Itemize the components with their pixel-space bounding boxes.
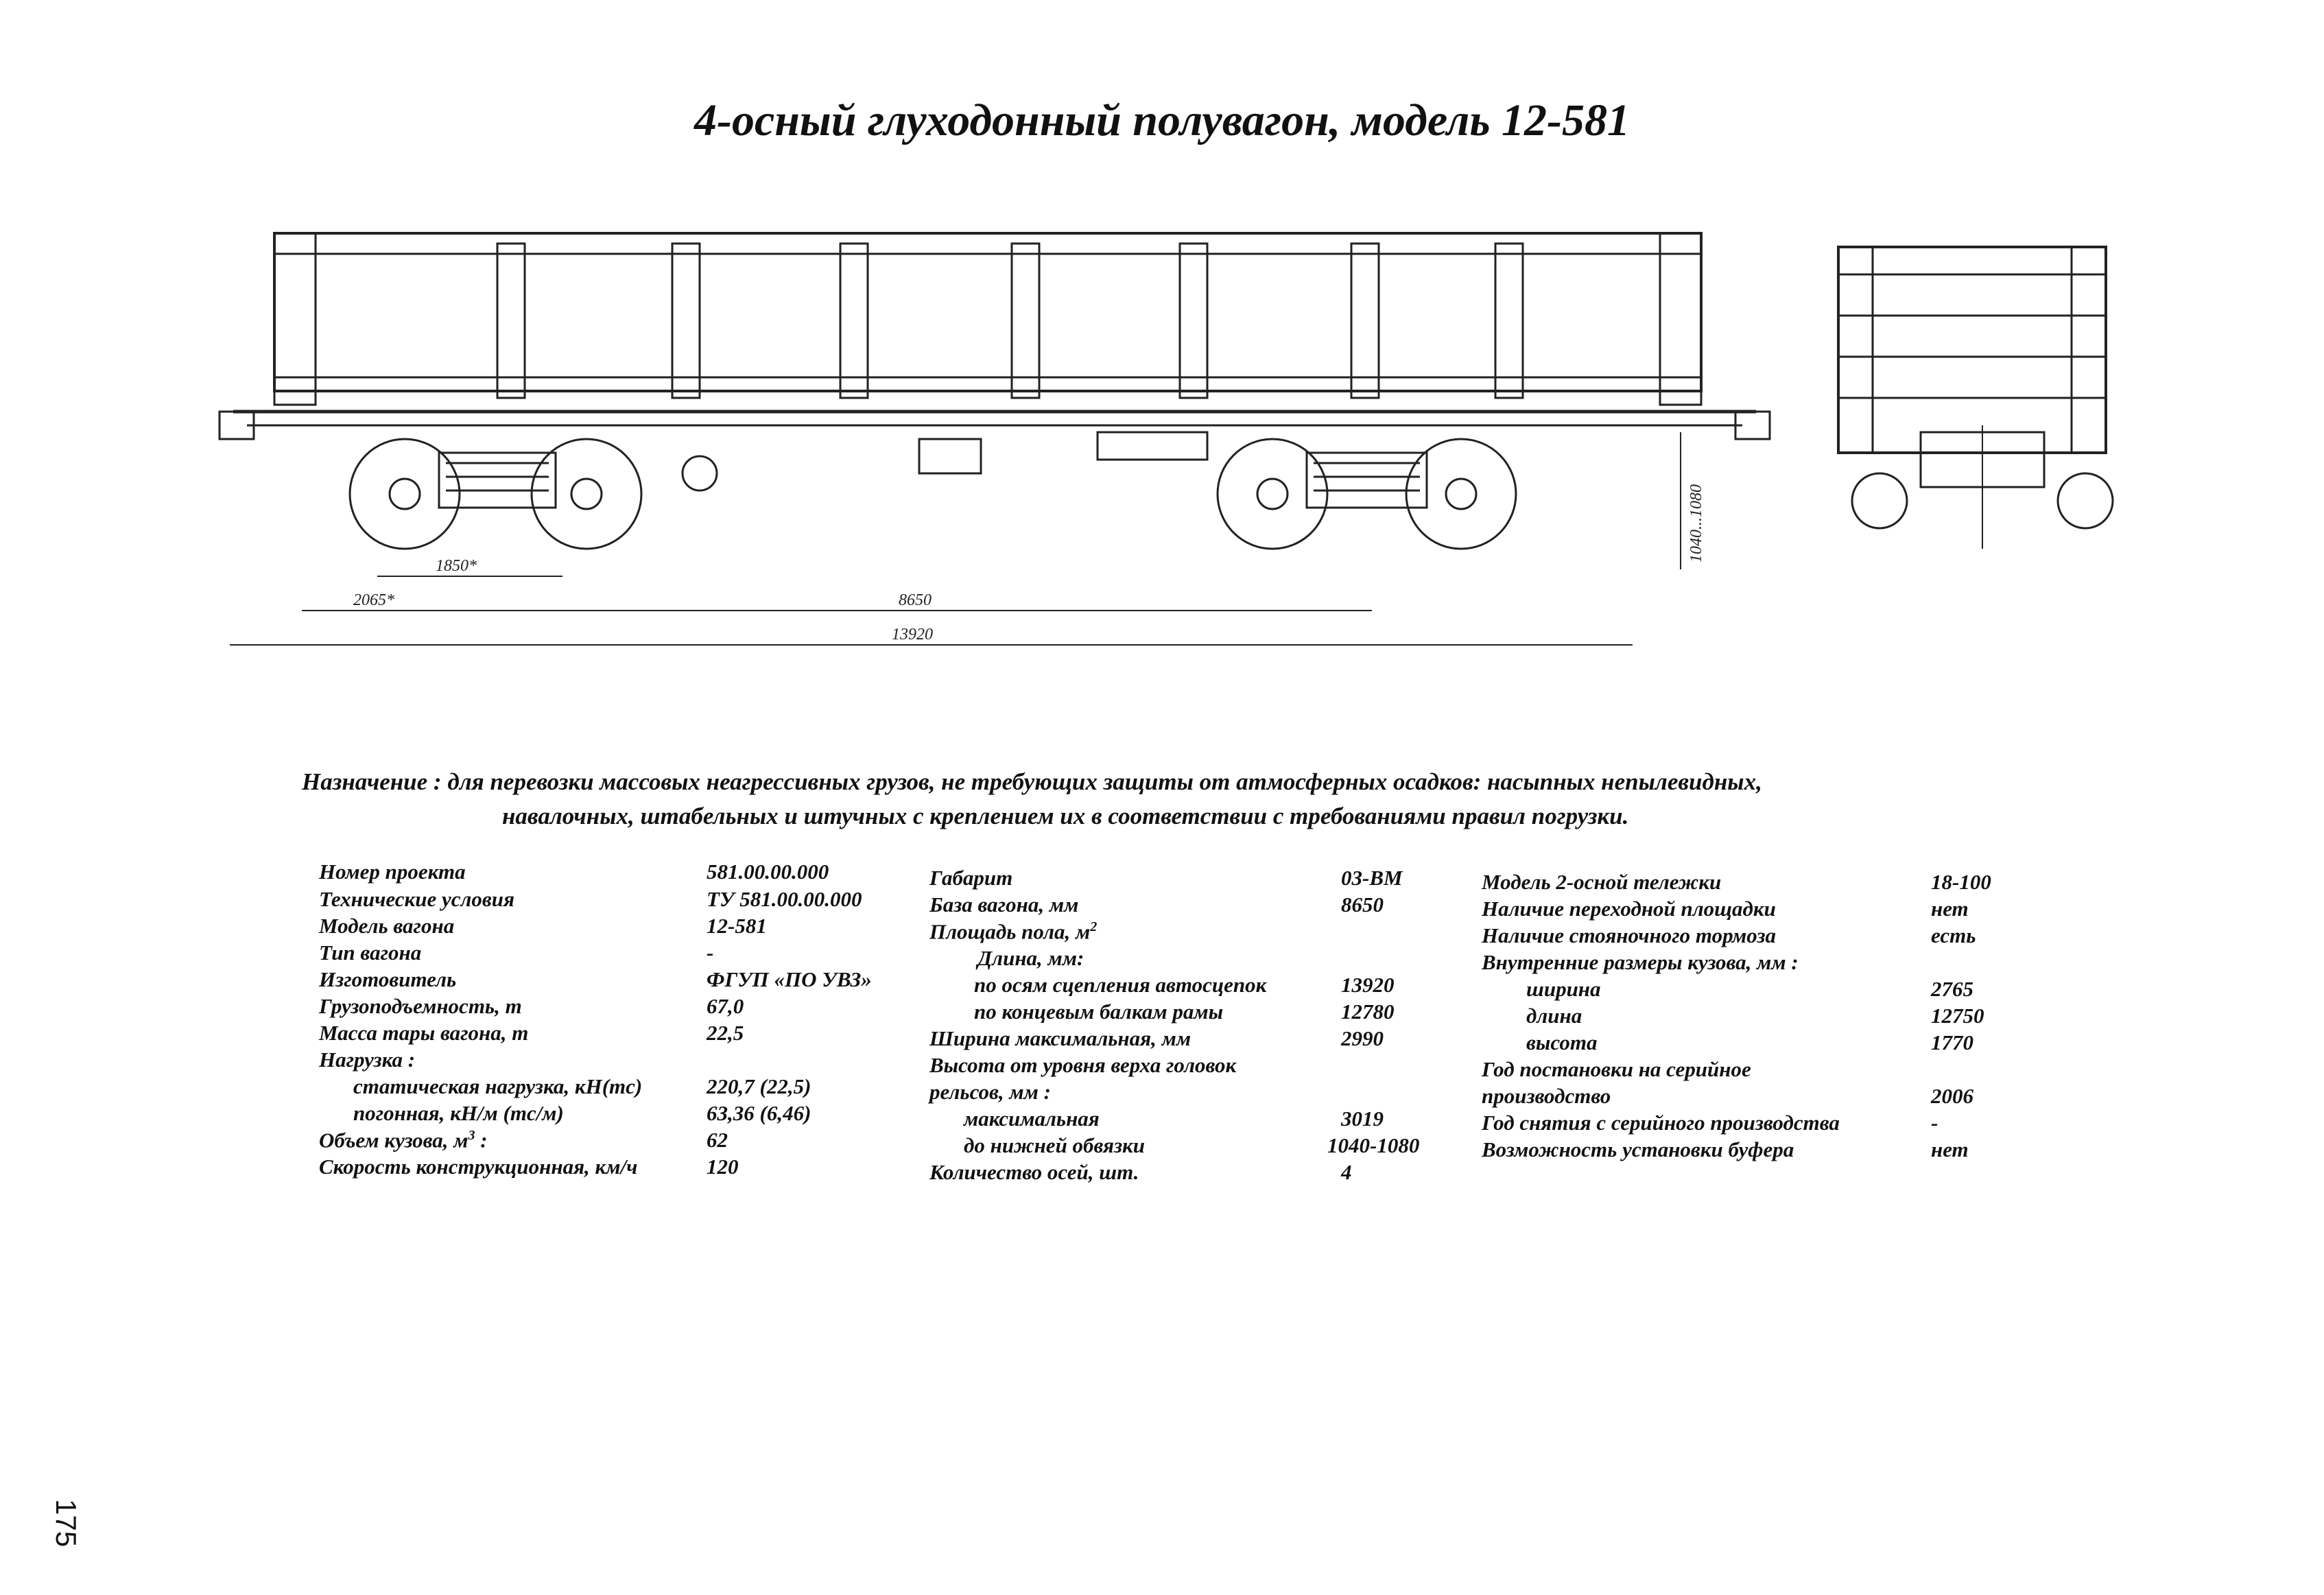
spec-label: Нагрузка : bbox=[319, 1048, 416, 1072]
spec-label: Габарит bbox=[929, 866, 1013, 890]
spec-label: Изготовитель bbox=[319, 967, 457, 991]
spec-label: высота bbox=[1526, 1030, 1598, 1054]
spec-label-suffix: : bbox=[475, 1128, 488, 1153]
spec-value: 2006 bbox=[1931, 1084, 1973, 1108]
spec-value: - bbox=[707, 941, 714, 965]
spec-value: 13920 bbox=[1341, 973, 1395, 997]
spec-value: 63,36 (6,46) bbox=[707, 1101, 811, 1125]
spec-label: Год постановки на серийное bbox=[1482, 1057, 1751, 1081]
dim-coupler-length: 13920 bbox=[892, 626, 933, 643]
spec-value: 8650 bbox=[1341, 893, 1384, 917]
spec-label: Год снятия с серийного производства bbox=[1482, 1111, 1840, 1135]
dim-height: 1040...1080 bbox=[1687, 484, 1705, 563]
spec-label: максимальная bbox=[964, 1107, 1100, 1131]
spec-value: 2990 bbox=[1341, 1026, 1384, 1050]
spec-label: Номер проекта bbox=[319, 860, 466, 884]
spec-label: Ширина максимальная, мм bbox=[929, 1026, 1191, 1050]
purpose-line-2: навалочных, штабельных и штучных с крепл… bbox=[502, 803, 1629, 829]
spec-label-text: Объем кузова, м bbox=[319, 1128, 469, 1153]
spec-value: 12750 bbox=[1931, 1004, 1984, 1028]
spec-value: нет bbox=[1931, 1137, 1969, 1161]
spec-label: рельсов, мм : bbox=[929, 1080, 1051, 1104]
spec-value: 4 bbox=[1341, 1160, 1352, 1184]
spec-value: 62 bbox=[707, 1128, 728, 1152]
spec-value: 581.00.00.000 bbox=[707, 860, 829, 884]
spec-label: длина bbox=[1526, 1004, 1582, 1028]
spec-value: 03-ВМ bbox=[1341, 866, 1403, 890]
spec-value: 1770 bbox=[1931, 1030, 1973, 1054]
spec-label: по осям сцепления автосцепок bbox=[974, 973, 1267, 997]
dim-bogie-base: 1850* bbox=[436, 557, 477, 575]
left-bogie bbox=[348, 438, 643, 550]
spec-label: производство bbox=[1482, 1084, 1611, 1108]
spec-label: Наличие переходной площадки bbox=[1482, 897, 1776, 921]
spec-value: ФГУП «ПО УВЗ» bbox=[707, 967, 872, 991]
spec-value: есть bbox=[1931, 923, 1976, 947]
spec-label: База вагона, мм bbox=[929, 893, 1079, 917]
spec-label-volume: Объем кузова, м3 : bbox=[319, 1128, 488, 1153]
spec-value: 2765 bbox=[1931, 977, 1973, 1001]
dim-overhang: 2065* bbox=[353, 591, 394, 609]
purpose-line-1: Назначение : для перевозки массовых неаг… bbox=[302, 768, 1762, 795]
spec-label: Модель вагона bbox=[319, 914, 455, 938]
spec-label: Масса тары вагона, т bbox=[319, 1021, 529, 1045]
spec-value: нет bbox=[1931, 897, 1969, 921]
spec-value: 18-100 bbox=[1931, 870, 1991, 894]
spec-label: Количество осей, шт. bbox=[929, 1160, 1139, 1184]
spec-label: ширина bbox=[1526, 977, 1601, 1001]
spec-label: Наличие стояночного тормоза bbox=[1482, 923, 1776, 947]
spec-label: Внутренние размеры кузова, мм : bbox=[1482, 950, 1799, 974]
page-title: 4-осный глуходонный полувагон, модель 12… bbox=[694, 95, 1630, 145]
spec-label: Грузоподъемность, т bbox=[319, 994, 522, 1018]
spec-label-superscript: 2 bbox=[1090, 919, 1098, 934]
spec-label-superscript: 3 bbox=[468, 1128, 475, 1143]
dim-car-base: 8650 bbox=[899, 591, 932, 609]
spec-label: статическая нагрузка, кН(тс) bbox=[353, 1074, 643, 1098]
spec-value: - bbox=[1931, 1111, 1938, 1135]
spec-label-text: Площадь пола, м bbox=[929, 919, 1091, 944]
spec-label: Технические условия bbox=[319, 887, 514, 911]
spec-value: 3019 bbox=[1341, 1107, 1384, 1131]
spec-label: Скорость конструкционная, км/ч bbox=[319, 1155, 638, 1179]
spec-value: 12780 bbox=[1341, 1000, 1395, 1024]
spec-label-area: Площадь пола, м2 bbox=[929, 919, 1097, 944]
spec-label: по концевым балкам рамы bbox=[974, 1000, 1224, 1024]
side-view: 1850* 2065* 8650 13920 1040...1080 bbox=[218, 232, 1771, 646]
spec-value: 67,0 bbox=[707, 994, 744, 1018]
spec-value: 220,7 (22,5) bbox=[707, 1074, 811, 1098]
spec-value: 12-581 bbox=[707, 914, 767, 938]
spec-label: Длина, мм: bbox=[977, 946, 1084, 970]
spec-label: Модель 2-осной тележки bbox=[1482, 870, 1722, 894]
spec-value: 120 bbox=[707, 1155, 739, 1179]
spec-value: ТУ 581.00.00.000 bbox=[707, 887, 862, 911]
spec-value: 1040-1080 bbox=[1327, 1133, 1420, 1157]
spec-label: погонная, кН/м (тс/м) bbox=[353, 1101, 564, 1125]
spec-value: 22,5 bbox=[707, 1021, 744, 1045]
page-number: 175 bbox=[50, 1499, 82, 1548]
spec-label: Возможность установки буфера bbox=[1482, 1137, 1794, 1161]
right-bogie bbox=[1216, 438, 1517, 550]
railcar-drawing: 1850* 2065* 8650 13920 1040...1080 bbox=[218, 232, 2114, 646]
purpose-text: Назначение : для перевозки массовых неаг… bbox=[302, 765, 2085, 834]
spec-label: Высота от уровня верха головок bbox=[929, 1053, 1237, 1077]
end-view bbox=[1837, 246, 2114, 549]
spec-label: Тип вагона bbox=[319, 941, 422, 965]
spec-label: до нижней обвязки bbox=[964, 1133, 1145, 1157]
